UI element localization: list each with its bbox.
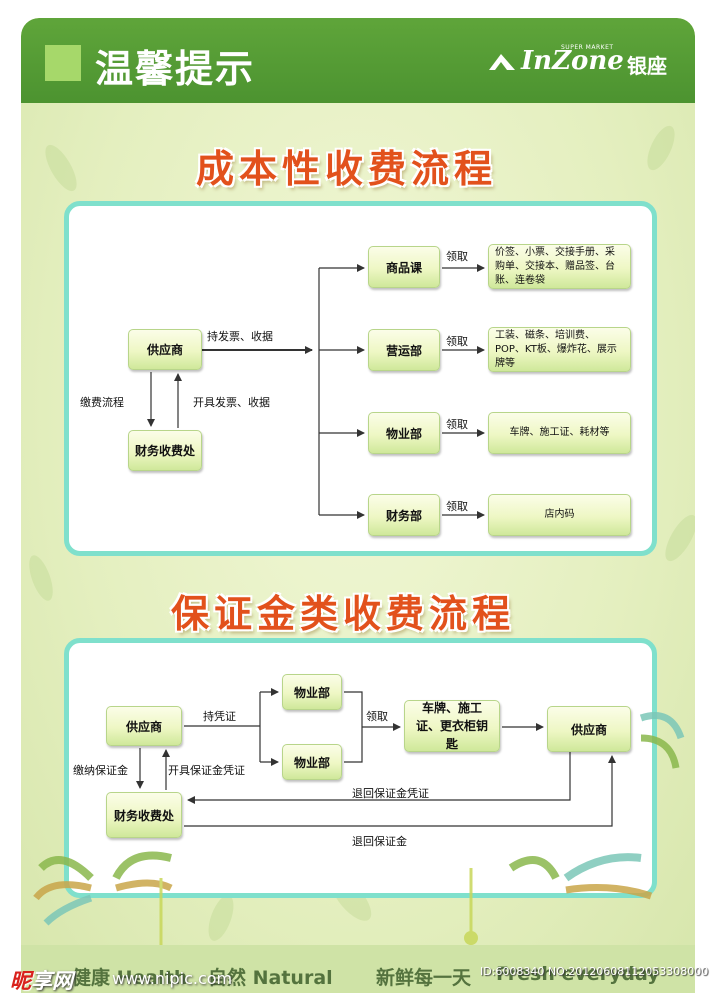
s2-label-return-deposit: 退回保证金 (352, 835, 407, 848)
s1-detail-3: 车牌、施工证、耗材等 (488, 412, 631, 454)
s2-label-issue-voucher: 开具保证金凭证 (168, 764, 245, 777)
s2-node-property-a: 物业部 (282, 674, 342, 710)
s1-label-receive-2: 领取 (446, 335, 468, 348)
s2-node-property-b: 物业部 (282, 744, 342, 780)
inzone-logo: InZone SUPER MARKET 银座 (487, 44, 687, 82)
s1-node-dept2: 营运部 (368, 329, 440, 371)
logo-mountain-icon (489, 54, 515, 70)
s1-detail-1: 价签、小票、交接手册、采购单、交接本、赠品签、台账、连卷袋 (488, 244, 631, 289)
s2-node-items: 车牌、施工证、更衣柜钥匙 (404, 700, 500, 752)
logo-super: SUPER MARKET (561, 44, 614, 51)
logo-brand: InZone (521, 46, 624, 76)
footer-slogan-right-en: Fresh everyday (496, 963, 660, 985)
s2-node-finance: 财务收费处 (106, 792, 182, 838)
s1-label-receive-4: 领取 (446, 500, 468, 513)
logo-cn: 银座 (627, 54, 667, 78)
footer-bar (21, 945, 695, 993)
s2-node-supplier: 供应商 (106, 706, 182, 746)
s2-label-hold-voucher: 持凭证 (203, 710, 236, 723)
s1-detail-2: 工装、磁条、培训费、POP、KT板、爆炸花、展示牌等 (488, 327, 631, 372)
watermark-id: ID:6008340 NO:20120608112053308000 (480, 965, 709, 978)
s1-label-pay-flow: 缴费流程 (80, 396, 124, 409)
s1-node-dept4: 财务部 (368, 494, 440, 536)
s1-node-finance: 财务收费处 (128, 430, 202, 471)
section1-title: 成本性收费流程 (196, 147, 498, 191)
s1-detail-4: 店内码 (488, 494, 631, 536)
header-square-icon (45, 45, 81, 81)
section2-title: 保证金类收费流程 (171, 592, 516, 636)
watermark-site-b: 享网 (31, 969, 73, 993)
footer-slogan-mid: 自然 Natural (208, 967, 333, 989)
s2-label-pay-deposit: 缴纳保证金 (73, 764, 128, 777)
header-bar: 温馨提示 InZone SUPER MARKET 银座 (21, 18, 695, 103)
leaf-background-icon (29, 125, 695, 941)
footer-slogan-left: 健康 Health (72, 967, 188, 989)
footer: 健康 Health 自然 Natural 新鲜每一天 Fresh everyda… (0, 945, 715, 993)
s1-label-receive-3: 领取 (446, 418, 468, 431)
watermark-logo: 昵享网 (10, 965, 73, 995)
s2-node-supplier-end: 供应商 (547, 706, 631, 752)
s2-label-return-voucher: 退回保证金凭证 (352, 787, 429, 800)
footer-slogan-right-cn: 新鲜每一天 (376, 967, 472, 989)
watermark-url[interactable]: www.nipic.com (112, 969, 233, 988)
s1-node-dept1: 商品课 (368, 246, 440, 288)
s1-label-receive-1: 领取 (446, 250, 468, 263)
page-title: 温馨提示 (95, 46, 256, 91)
s1-label-issue: 开具发票、收据 (193, 396, 270, 409)
s2-label-receive: 领取 (366, 710, 388, 723)
s1-label-hold: 持发票、收据 (207, 330, 273, 343)
watermark-site-a: 昵 (10, 969, 31, 993)
s1-node-dept3: 物业部 (368, 412, 440, 454)
s1-node-supplier: 供应商 (128, 329, 202, 370)
flower-decoration-icon (33, 712, 685, 958)
